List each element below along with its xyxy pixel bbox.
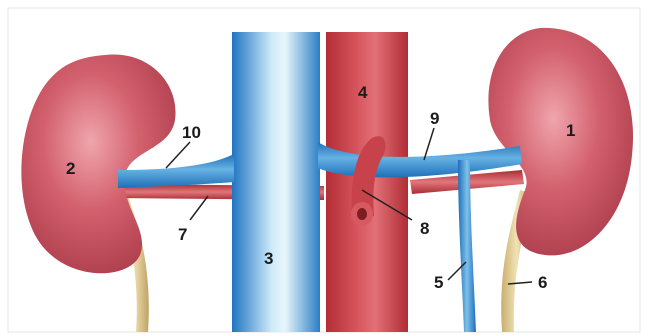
label-4: 4 bbox=[358, 83, 368, 102]
label-9: 9 bbox=[430, 109, 439, 128]
mesenteric-artery-lumen bbox=[357, 208, 367, 220]
inferior-vena-cava bbox=[232, 32, 320, 332]
label-10: 10 bbox=[182, 123, 201, 142]
label-7: 7 bbox=[178, 225, 187, 244]
label-3: 3 bbox=[264, 249, 273, 268]
label-1: 1 bbox=[566, 121, 575, 140]
label-2: 2 bbox=[66, 159, 75, 178]
label-8: 8 bbox=[420, 219, 429, 238]
label-6: 6 bbox=[538, 273, 547, 292]
label-5: 5 bbox=[434, 273, 443, 292]
